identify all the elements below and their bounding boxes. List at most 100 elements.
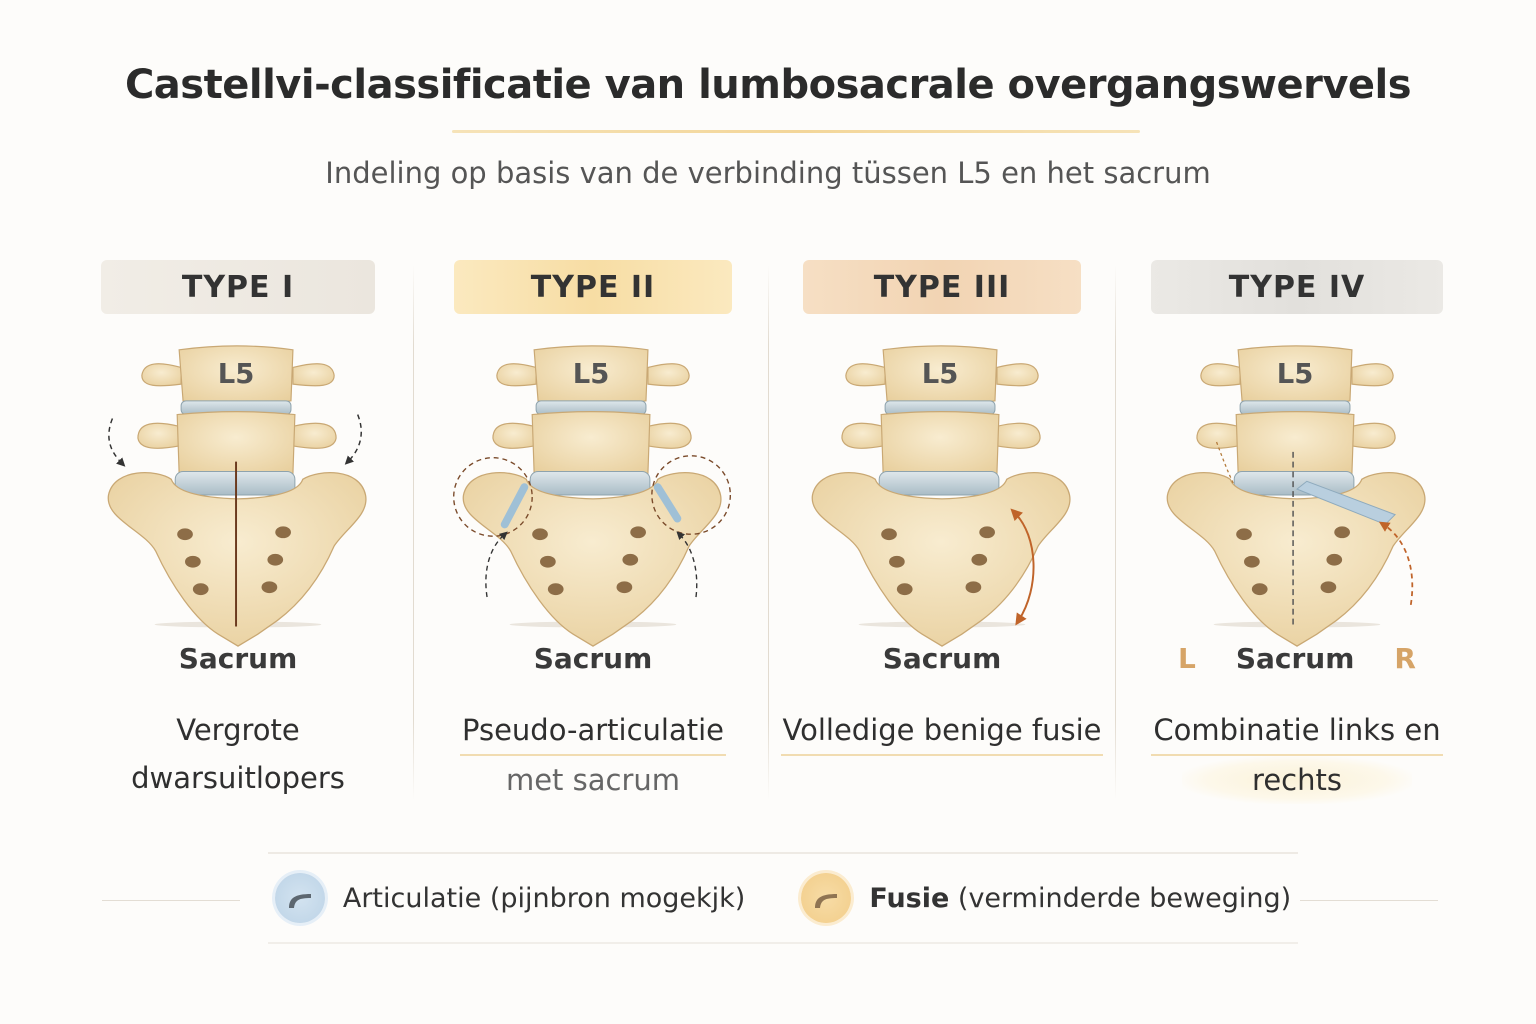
description-line-1: Vergrote bbox=[176, 713, 300, 747]
left-side-label: L bbox=[1178, 642, 1196, 675]
arrow-left bbox=[485, 531, 508, 598]
upper-vertebra bbox=[845, 345, 1039, 406]
l5-label: L5 bbox=[1277, 359, 1314, 390]
lumbosacral-disc bbox=[1233, 470, 1355, 496]
transverse-process-left bbox=[141, 363, 182, 387]
column-divider bbox=[413, 265, 414, 800]
spine-svg: L5 bbox=[453, 345, 732, 647]
column-divider bbox=[1115, 265, 1116, 800]
vertebral-body bbox=[1235, 411, 1355, 477]
column-divider bbox=[768, 265, 769, 800]
sacrum bbox=[811, 472, 1071, 647]
fusion-left bbox=[1215, 441, 1235, 486]
spine-illustration: L5 bbox=[98, 340, 378, 650]
sacrum-label: Sacrum bbox=[882, 642, 1002, 675]
legend-rule-left bbox=[102, 900, 240, 901]
arrow-right bbox=[1378, 521, 1414, 606]
legend-item-fusion: Fusie (verminderde beweging) bbox=[801, 873, 1291, 923]
transverse-process-right bbox=[292, 363, 335, 387]
pseudo-joint-right bbox=[653, 483, 682, 523]
transverse-process-right bbox=[647, 422, 692, 449]
l5-vertebra bbox=[841, 411, 1041, 477]
sacrum bbox=[107, 472, 367, 647]
l5-vertebra bbox=[1196, 411, 1396, 477]
lumbosacral-disc bbox=[529, 470, 651, 496]
panel-type-4: TYPE IV L5 L Sacrum R Combinatie links e… bbox=[1122, 258, 1472, 818]
transverse-process-left bbox=[841, 422, 884, 449]
arrow-left bbox=[108, 418, 126, 467]
spine-illustration: L5 bbox=[802, 340, 1082, 650]
spine-svg: L5 bbox=[811, 345, 1071, 647]
description-line-2: met sacrum bbox=[505, 763, 681, 797]
spine-svg: L5 bbox=[107, 345, 367, 647]
description-line-1: Pseudo-articulatie bbox=[459, 706, 726, 756]
page-subtitle: Indeling op basis van de verbinding tüss… bbox=[325, 156, 1211, 190]
sacral-foramina bbox=[532, 526, 646, 596]
description-line-1: Combinatie links en bbox=[1151, 706, 1443, 756]
type-badge: TYPE IV bbox=[1151, 260, 1443, 314]
page-title: Castellvi-classificatie van lumbosacrale… bbox=[124, 62, 1412, 108]
transverse-process-left bbox=[137, 422, 180, 449]
spine-svg: L5 bbox=[1166, 345, 1426, 647]
legend-fusion-label: Fusie bbox=[869, 882, 950, 914]
l5-vertebra bbox=[492, 411, 692, 477]
panel-type-1: TYPE I L5 Sacrum Vergrote dwarsuitlopers bbox=[63, 258, 413, 818]
arrow-right bbox=[676, 531, 698, 598]
vertebral-body bbox=[531, 411, 651, 477]
type-description: Pseudo-articulatie met sacrum bbox=[418, 706, 768, 804]
sacral-foramina bbox=[881, 526, 995, 596]
spine-illustration: L5 bbox=[453, 340, 733, 650]
type-badge: TYPE I bbox=[101, 260, 375, 314]
panel-type-2: TYPE II L5 Sacrum Pseudo-articulatie met… bbox=[418, 258, 768, 818]
legend-item-articulation: Articulatie (pijnbron mogekjk) bbox=[274, 873, 746, 923]
description-line-2: dwarsuitlopers bbox=[131, 761, 345, 795]
legend-rule-right bbox=[1300, 900, 1438, 901]
sacral-foramina bbox=[1236, 526, 1350, 596]
type-description: Combinatie links en rechts bbox=[1122, 706, 1472, 804]
articulation-circle-left bbox=[453, 457, 533, 537]
transverse-process-right bbox=[1351, 422, 1396, 449]
transverse-process-left bbox=[1200, 363, 1241, 387]
transverse-process-right bbox=[647, 363, 690, 387]
transverse-process-left bbox=[1196, 422, 1239, 449]
type-badge: TYPE II bbox=[454, 260, 732, 314]
legend: Articulatie (pijnbron mogekjk) Fusie (ve… bbox=[268, 852, 1298, 944]
transverse-process-right bbox=[292, 422, 337, 449]
spine-illustration: L5 bbox=[1157, 340, 1437, 650]
transverse-process-right bbox=[996, 422, 1041, 449]
sacrum-label: Sacrum bbox=[1235, 642, 1355, 675]
sacrum-label: Sacrum bbox=[178, 642, 298, 675]
legend-articulation-note: (pijnbron mogekjk) bbox=[489, 882, 746, 914]
arrow-right bbox=[344, 414, 362, 465]
panel-type-3: TYPE III L5 Sacrum Volledige benige fusi… bbox=[767, 258, 1117, 818]
type-badge: TYPE III bbox=[803, 260, 1081, 314]
description-line-2: rechts bbox=[1182, 756, 1412, 804]
lumbosacral-disc bbox=[878, 470, 1000, 496]
sacral-foramina bbox=[177, 526, 291, 596]
sacrum-label: Sacrum bbox=[533, 642, 653, 675]
transverse-process-right bbox=[996, 363, 1039, 387]
transverse-process-right bbox=[1351, 363, 1394, 387]
articulation-icon bbox=[274, 873, 325, 923]
legend-fusion-note: (verminderde beweging) bbox=[957, 882, 1292, 914]
l5-vertebra bbox=[137, 411, 337, 477]
sacrum bbox=[1166, 472, 1426, 647]
articulation-right bbox=[1296, 480, 1396, 526]
vertebral-body bbox=[880, 411, 1000, 477]
upper-vertebra bbox=[1200, 345, 1394, 406]
type-description: Vergrote dwarsuitlopers bbox=[63, 706, 413, 802]
transverse-process-left bbox=[492, 422, 535, 449]
sacrum bbox=[462, 472, 722, 647]
type-description: Volledige benige fusie bbox=[767, 706, 1117, 756]
l5-label: L5 bbox=[573, 359, 610, 390]
fusion-arrow bbox=[1010, 508, 1035, 626]
right-side-label: R bbox=[1394, 642, 1416, 675]
transverse-process-left bbox=[496, 363, 537, 387]
description-line-1: Volledige benige fusie bbox=[780, 706, 1104, 756]
title-underline bbox=[452, 130, 1140, 133]
l5-label: L5 bbox=[218, 359, 255, 390]
legend-articulation-label: Articulatie bbox=[342, 882, 482, 914]
pseudo-joint-left bbox=[500, 483, 529, 529]
transverse-process-left bbox=[845, 363, 886, 387]
fusion-icon bbox=[801, 873, 852, 923]
